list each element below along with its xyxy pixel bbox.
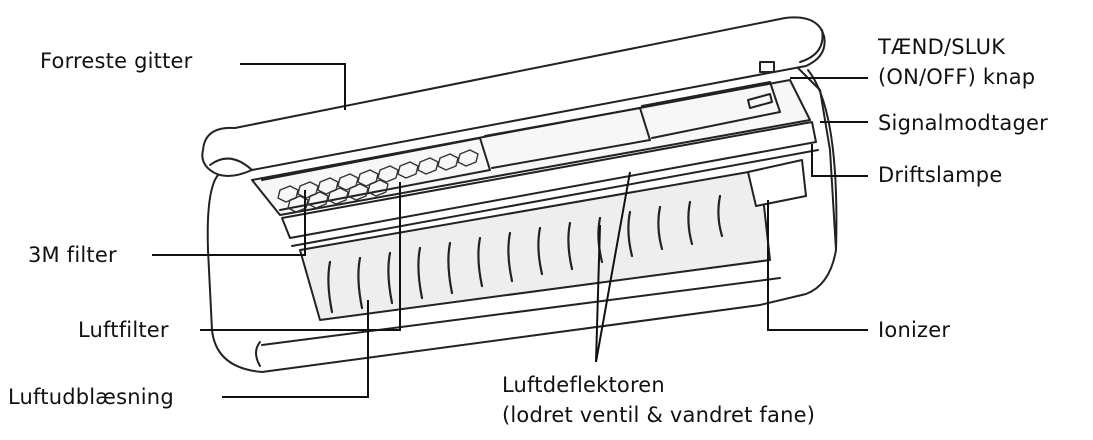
front-grille-panel	[201, 16, 826, 177]
body-bottom-hook	[255, 341, 261, 367]
signal-receiver-shape	[747, 93, 773, 109]
leader-deflector-b	[595, 171, 631, 363]
body-lower-edge	[261, 277, 781, 346]
filter-frame-right	[641, 81, 781, 139]
label-air-deflector-line1: Luftdeflektoren	[502, 373, 665, 397]
front-strip-edge	[291, 149, 819, 247]
leader-air-outlet	[222, 300, 369, 398]
leader-air-filter	[200, 182, 401, 331]
leader-operation-lamp	[811, 144, 868, 177]
leader-deflector-a	[595, 224, 601, 363]
label-operation-lamp: Driftslampe	[878, 163, 1003, 187]
label-ionizer: Ionizer	[878, 318, 951, 342]
leader-3m-filter	[152, 190, 306, 256]
front-grille-roll	[209, 157, 253, 171]
label-onoff-button-line2: (ON/OFF) knap	[878, 65, 1036, 89]
label-air-filter: Luftfilter	[78, 318, 169, 342]
onoff-button-shape	[759, 61, 775, 73]
leader-lines	[152, 63, 868, 398]
air-outlet-opening	[299, 169, 771, 321]
filter-3m-mesh	[277, 149, 479, 213]
leader-ionizer	[767, 200, 868, 331]
ionizer-housing	[747, 159, 807, 207]
label-air-deflector-line2: (lodret ventil & vandret fane)	[502, 403, 816, 427]
filter-frame-mid	[484, 107, 651, 169]
indoor-unit-drawing	[201, 16, 838, 373]
front-strip	[281, 121, 817, 239]
label-front-grille: Forreste gitter	[40, 49, 193, 73]
label-3m-filter: 3M filter	[28, 243, 117, 267]
front-grille-end	[799, 29, 824, 63]
label-onoff-button-line1: TÆND/SLUK	[878, 35, 1006, 59]
label-signal-receiver: Signalmodtager	[878, 111, 1048, 135]
label-air-outlet: Luftudblæsning	[8, 385, 174, 409]
filter-frame-left	[261, 137, 491, 211]
leader-front-grille	[240, 63, 346, 110]
vertical-vanes	[327, 194, 724, 314]
side-panel	[807, 69, 838, 251]
